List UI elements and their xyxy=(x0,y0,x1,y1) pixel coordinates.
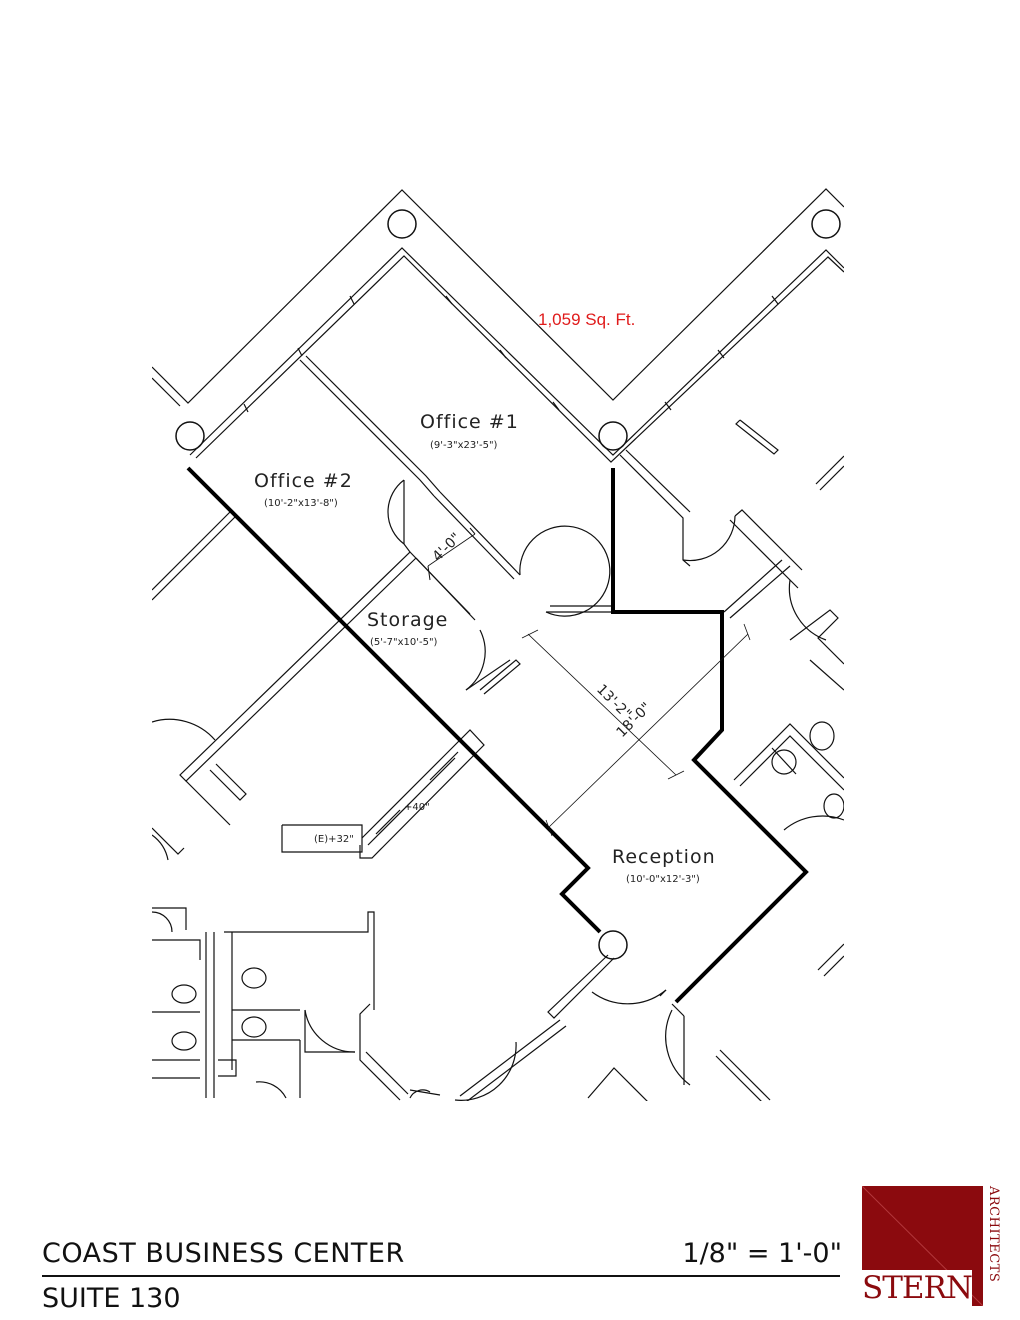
dimension-lines xyxy=(521,623,751,837)
stern-architects-logo: STERN ARCHITECTS xyxy=(861,1185,1002,1310)
room-size-office-2: (10'-2"x13'-8") xyxy=(264,498,338,509)
room-name-storage: Storage xyxy=(367,609,448,631)
room-name-reception: Reception xyxy=(612,846,716,868)
suite-number: SUITE 130 xyxy=(42,1283,181,1314)
area-label: 1,059 Sq. Ft. xyxy=(538,310,635,329)
drawing-scale: 1/8" = 1'-0" xyxy=(682,1238,842,1269)
room-name-office-2: Office #2 xyxy=(254,470,353,492)
logo-name: STERN xyxy=(862,1270,973,1306)
room-name-office-1: Office #1 xyxy=(420,411,519,433)
suite-boundary xyxy=(186,466,809,1004)
counter-height-note: +40" xyxy=(404,802,430,813)
room-size-office-1: (9'-3"x23'-5") xyxy=(430,440,498,451)
logo-tagline: ARCHITECTS xyxy=(986,1186,1001,1283)
existing-counter-note: (E)+32" xyxy=(314,834,354,845)
room-size-reception: (10'-0"x12'-3") xyxy=(626,874,700,885)
plan-linework xyxy=(152,188,844,1101)
title-divider xyxy=(42,1275,840,1277)
room-size-storage: (5'-7"x10'-5") xyxy=(370,637,438,648)
project-name: COAST BUSINESS CENTER xyxy=(42,1238,405,1269)
dimension-4ft: 4'-0" xyxy=(430,530,465,565)
